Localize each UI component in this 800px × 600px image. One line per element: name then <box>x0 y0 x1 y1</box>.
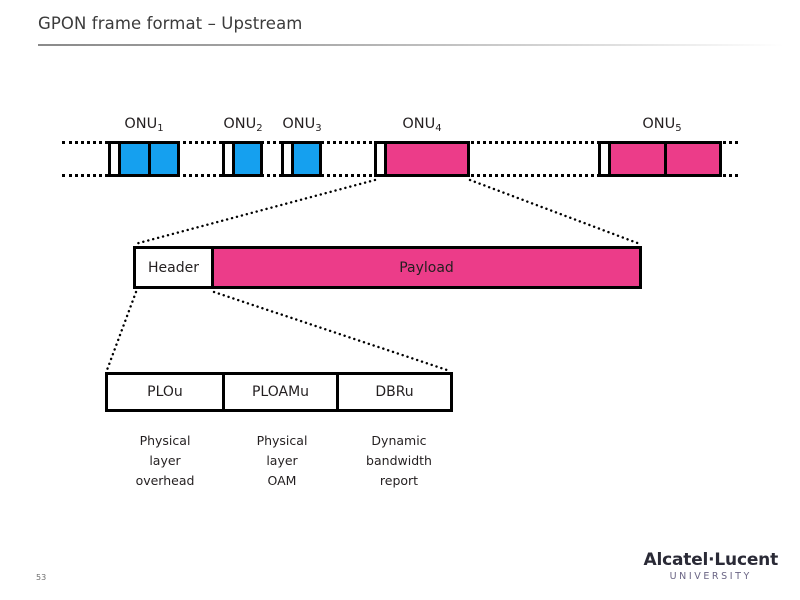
header-payload-bar: Header Payload <box>133 246 642 289</box>
burst-header-onu1 <box>111 144 121 174</box>
connector-header-right <box>212 290 449 372</box>
burst-segment-onu4-1 <box>387 144 467 174</box>
frame-burst-onu4 <box>374 141 470 177</box>
frame-burst-onu5 <box>598 141 722 177</box>
connector-onu4-right <box>468 178 642 246</box>
burst-segment-onu5-1 <box>611 144 664 174</box>
page-title: GPON frame format – Upstream <box>38 14 303 33</box>
burst-segment-onu1-1 <box>121 144 148 174</box>
frame-burst-onu2 <box>222 141 263 177</box>
label-onu2: ONU2 <box>223 116 263 134</box>
alcatel-lucent-logo: Alcatel·Lucent UNIVERSITY <box>643 550 779 584</box>
upstream-frame-bar <box>62 141 738 177</box>
frame-burst-onu1 <box>108 141 180 177</box>
connector-onu4-left <box>133 178 377 246</box>
burst-segment-onu2-1 <box>235 144 260 174</box>
frame-burst-onu3 <box>281 141 322 177</box>
label-onu3: ONU3 <box>282 116 322 134</box>
header-field-plou: PLOu <box>147 384 183 400</box>
page-number: 53 <box>36 573 47 582</box>
header-field-dbru: DBRu <box>336 375 450 409</box>
connector-header-left <box>105 290 138 372</box>
burst-header-onu4 <box>377 144 387 174</box>
burst-header-onu5 <box>601 144 611 174</box>
logo-name: Alcatel·Lucent <box>643 550 779 570</box>
label-onu4: ONU4 <box>402 116 442 134</box>
burst-segment-onu5-2 <box>663 144 719 174</box>
logo-subtitle: UNIVERSITY <box>669 571 752 582</box>
label-onu1: ONU1 <box>124 116 164 134</box>
header-field-ploamu: PLOAMu <box>222 375 336 409</box>
header-block: Header <box>133 246 214 289</box>
burst-header-onu2 <box>225 144 235 174</box>
burst-segment-onu3-1 <box>294 144 319 174</box>
payload-block: Payload <box>214 246 642 289</box>
burst-segment-onu1-2 <box>147 144 177 174</box>
label-onu5: ONU5 <box>642 116 682 134</box>
title-divider <box>38 44 784 46</box>
burst-header-onu3 <box>284 144 294 174</box>
